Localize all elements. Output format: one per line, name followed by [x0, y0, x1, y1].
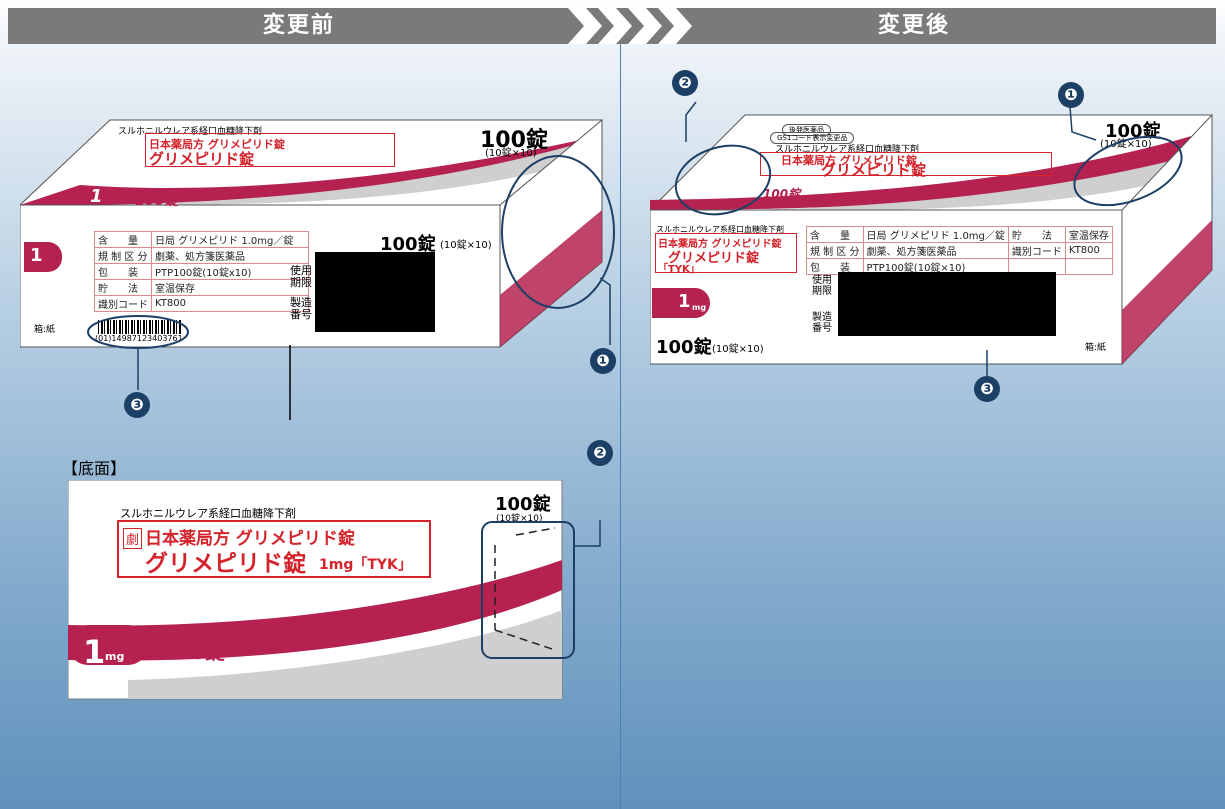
after-category-top: スルホニルウレア系経口血糖降下剤 [775, 145, 920, 155]
marker-1-after: ❶ [1058, 82, 1084, 108]
after-count-detail-top: (10錠×10) [1100, 139, 1152, 150]
after-box-shape [650, 113, 1213, 366]
bottom-count: 100錠 [495, 494, 551, 515]
after-title: 変更後 [878, 13, 951, 38]
bottom-face-shape [68, 480, 563, 700]
before-redacted-block [315, 252, 435, 332]
marker-2-before: ❷ [587, 440, 613, 466]
after-count-detail-front: (10錠×10) [712, 344, 764, 355]
after-count-front: 100錠 [656, 337, 712, 358]
after-tag2: GS1コード表示変更品 [770, 132, 855, 144]
before-dose-top: 1 [90, 186, 103, 207]
before-title: 変更前 [263, 13, 336, 38]
marker-3-after: ❸ [974, 376, 1000, 402]
after-redacted-block [838, 272, 1056, 336]
after-box-material: 箱:紙 [1085, 343, 1107, 353]
bottom-category: スルホニルウレア系経口血糖降下剤 [120, 507, 296, 520]
before-count-front: 100錠 [380, 234, 436, 255]
marker-3-before: ❸ [124, 392, 150, 418]
before-dose-tab: 1 [24, 242, 62, 272]
bottom-label: 【底面】 [62, 459, 127, 478]
marker-1-before: ❶ [590, 348, 616, 374]
bottom-count-detail: (10錠×10) [496, 514, 543, 524]
before-category: スルホニルウレア系経口血糖降下剤 [118, 127, 263, 137]
barcode-number: (01)14987123403761 [95, 334, 183, 343]
before-title-box: 日本薬局方 グリメピリド錠 グリメピリド錠 [145, 133, 395, 168]
before-lot-label: 製造 番号 [290, 296, 312, 321]
bottom-dose: 1 [83, 633, 106, 671]
header-bar: 変更前 変更後 [8, 8, 1216, 44]
before-box-material: 箱:紙 [34, 325, 56, 335]
divider-line [620, 44, 621, 809]
marker-2-after: ❷ [672, 70, 698, 96]
bottom-name-big: グリメピリド錠 [145, 551, 306, 577]
after-tag1: 後発医薬品 [782, 124, 831, 136]
before-name-big: グリメピリド錠 [149, 150, 255, 168]
before-count-top: 100錠 [480, 128, 548, 153]
after-lot-label: 製造 番号 [812, 312, 832, 334]
barcode [98, 320, 182, 334]
bottom-window-annotation [481, 520, 601, 659]
after-title-box-front: 日本薬局方 グリメピリド錠 グリメピリド錠 「TYK」 [655, 233, 797, 275]
arrow-chevrons-icon [568, 8, 692, 44]
bottom-name-jp: 日本薬局方 グリメピリド錠 [145, 529, 355, 549]
before-count-detail-front: (10錠×10) [440, 240, 492, 251]
before-annotations [87, 155, 615, 420]
before-count-detail-top: (10錠×10) [485, 148, 537, 159]
bottom-qty: 100錠 [163, 640, 225, 664]
after-expiry-label: 使用 期限 [812, 275, 832, 297]
after-title-box-top: 日本薬局方 グリメピリド錠 グリメピリド錠 [760, 152, 1052, 179]
after-qty-top: 100錠 [763, 187, 801, 201]
bottom-strength: 1mg「TYK」 [319, 557, 412, 573]
before-qty-top: 100錠 [135, 193, 179, 209]
before-expiry-label: 使用 期限 [290, 264, 312, 289]
bottom-title-box: 劇 日本薬局方 グリメピリド錠 グリメピリド錠 1mg「TYK」 [117, 520, 431, 578]
bottom-dose-unit: mg [105, 650, 125, 663]
before-spec-table: 含 量日局 グリメピリド 1.0mg／錠 規 制 区 分劇薬、処方箋医薬品 包 … [94, 231, 309, 312]
after-annotations [674, 101, 1183, 380]
before-name-jp: 日本薬局方 グリメピリド錠 [149, 138, 285, 151]
after-category-front: スルホニルウレア系経口血糖降下剤 [656, 225, 784, 234]
after-dose-tab: 1 mg [652, 288, 710, 318]
